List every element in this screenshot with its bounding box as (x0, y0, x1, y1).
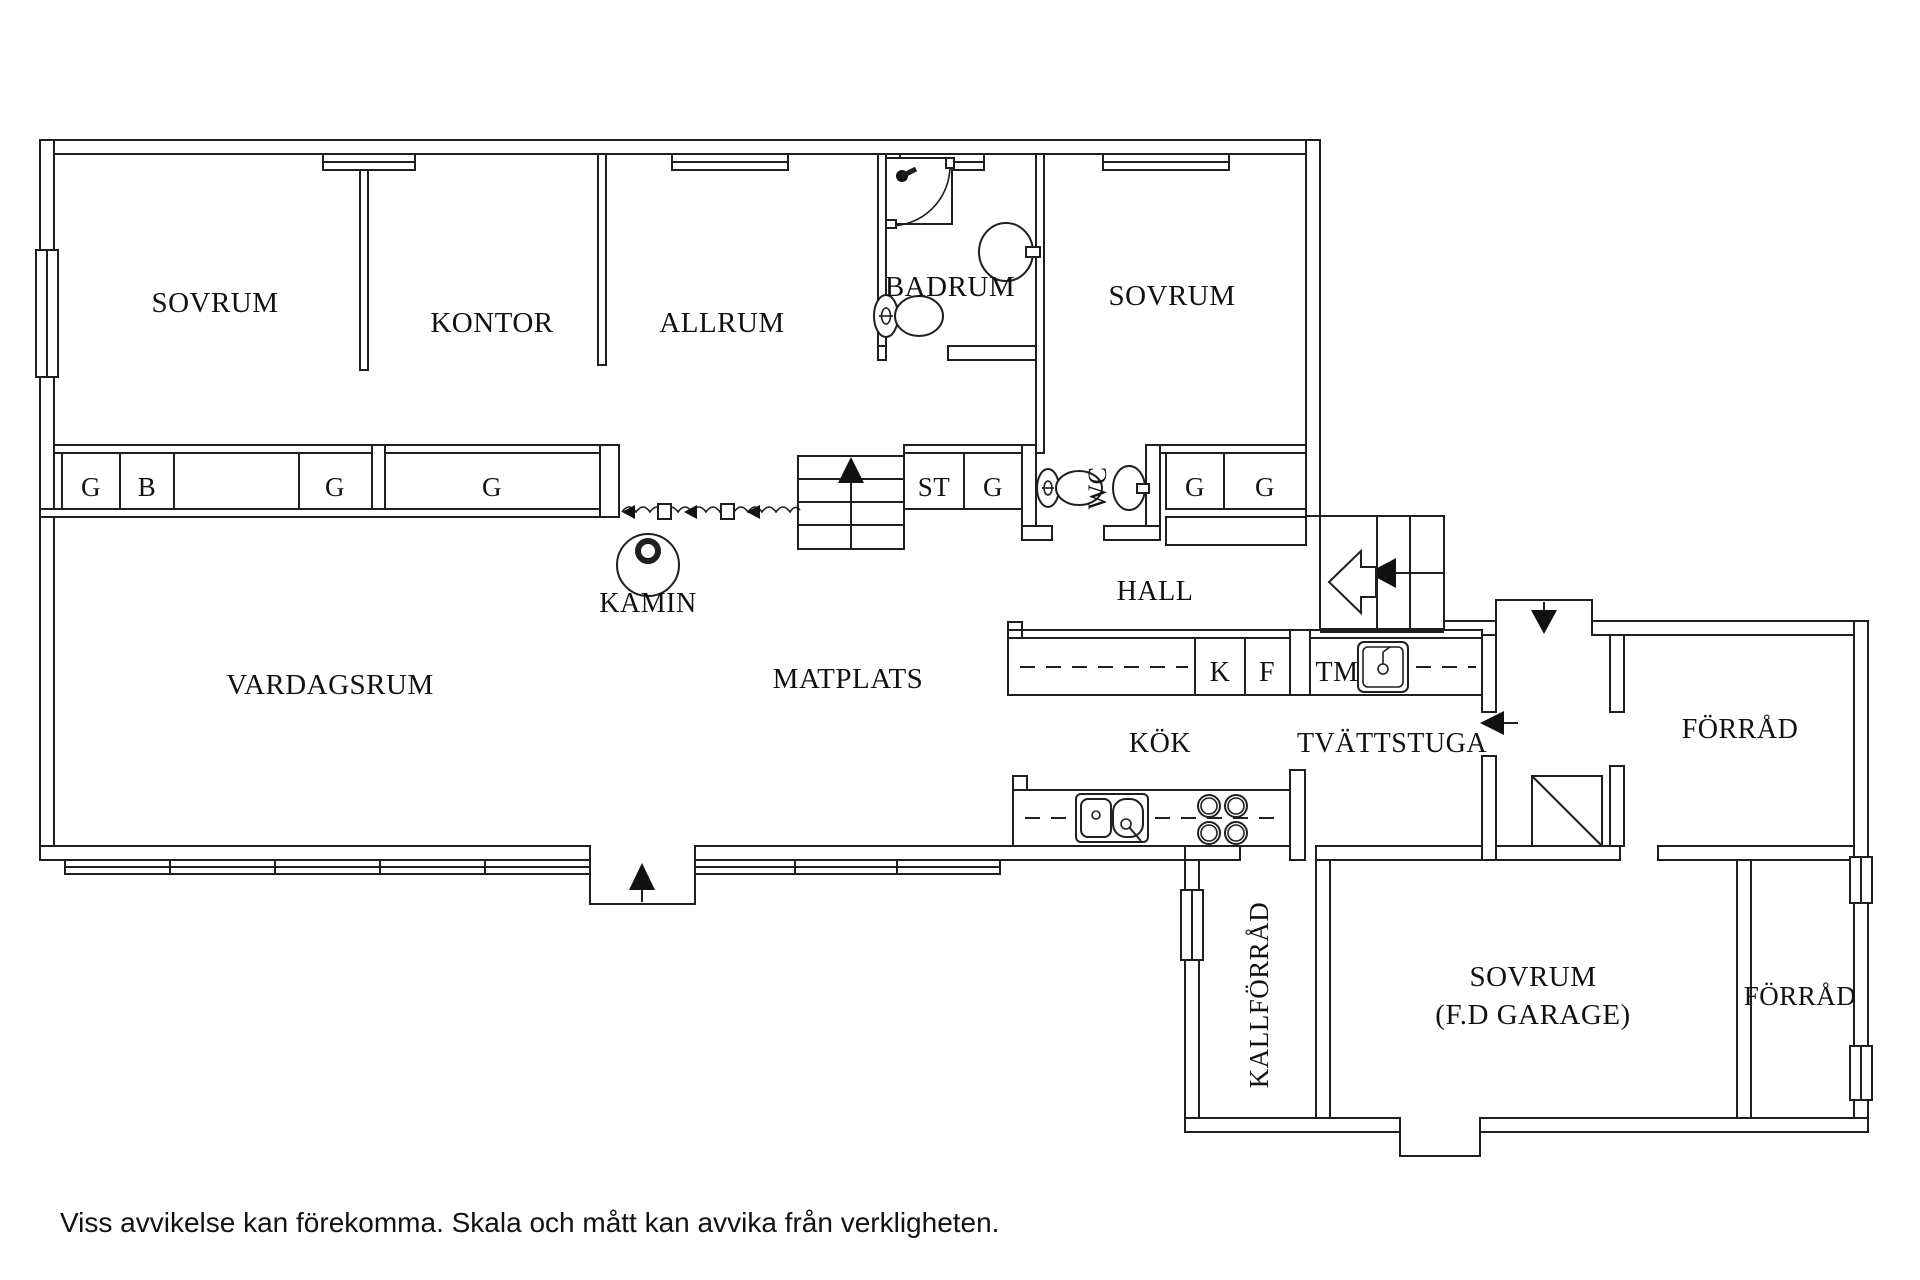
room-label-vardagsrum: VARDAGSRUM (226, 669, 434, 701)
window-icon (671, 153, 789, 171)
window-icon (694, 859, 796, 875)
kitchen-counter (1007, 621, 1291, 696)
room-label-badrum: BADRUM (885, 271, 1015, 303)
room-label-matplats: MATPLATS (773, 663, 924, 695)
window-icon (1849, 1045, 1873, 1101)
room-label-sovrum-1: SOVRUM (151, 287, 278, 319)
room-label-allrum: ALLRUM (659, 307, 784, 339)
closet-labels: G B G G ST G WC G G K F TM (81, 467, 1359, 688)
window-icon (379, 859, 486, 875)
windows (35, 153, 1873, 1101)
room-label-hall: HALL (1117, 576, 1194, 607)
floor-hatch-icon (1531, 775, 1603, 847)
staircase-entry (1319, 515, 1445, 639)
wc-sink-icon (1112, 465, 1150, 511)
closet-label-g-2: G (325, 472, 345, 502)
window-icon (1180, 889, 1204, 961)
room-label-sovrum-garage-line1: SOVRUM (1469, 961, 1596, 993)
bathroom-sink-icon (978, 222, 1041, 282)
laundry-door-arrow-icon (1480, 711, 1518, 735)
washing-machine-icon (1357, 641, 1409, 693)
bathroom-toilet-icon (873, 294, 944, 338)
room-label-kok: KÖK (1129, 728, 1191, 759)
closet-label-g-6: G (1255, 472, 1275, 502)
closet-label-g-1: G (81, 472, 101, 502)
room-label-kontor: KONTOR (430, 307, 553, 339)
entry-up-arrow-icon (629, 863, 655, 902)
window-icon (322, 153, 416, 171)
window-icon (1849, 856, 1873, 904)
kitchen-lower-counter (1012, 775, 1291, 847)
fireplace-label: KAMIN (599, 588, 696, 619)
stove-icon (1197, 794, 1248, 845)
porch-south (589, 860, 696, 905)
appliance-label-k: K (1210, 657, 1231, 688)
staircase-main (797, 455, 905, 550)
closet-label-st: ST (918, 472, 951, 502)
window-icon (35, 249, 59, 378)
window-icon (896, 859, 1001, 875)
disclaimer-text: Viss avvikelse kan förekomma. Skala och … (60, 1207, 999, 1238)
window-icon (64, 859, 171, 875)
interior-walls (39, 153, 1752, 1119)
closet-label-g-3: G (482, 472, 502, 502)
window-icon (169, 859, 276, 875)
up-arrow-icon (838, 457, 864, 500)
entry-down-arrow-icon (1531, 602, 1557, 634)
appliance-label-tm: TM (1316, 657, 1359, 688)
porch-garage (1399, 1132, 1481, 1157)
room-label-forrad-lower: FÖRRÅD (1744, 981, 1857, 1011)
appliance-label-f: F (1259, 657, 1275, 688)
closets (61, 452, 1307, 546)
closet-label-g-5: G (1185, 472, 1205, 502)
fireplace-icon (616, 533, 680, 597)
room-labels: SOVRUM KONTOR ALLRUM BADRUM SOVRUM VARDA… (151, 271, 1857, 1089)
shower-icon (885, 157, 955, 229)
window-icon (484, 859, 591, 875)
room-label-forrad-upper: FÖRRÅD (1682, 714, 1799, 745)
window-icon (274, 859, 381, 875)
room-label-kallforrad: KALLFÖRRÅD (1244, 902, 1274, 1089)
room-label-wc: WC (1083, 467, 1112, 510)
window-icon (794, 859, 898, 875)
closet-label-g-4: G (983, 472, 1003, 502)
entry-direction-arrow-icon (1368, 558, 1444, 588)
laundry-counter (1309, 637, 1483, 696)
room-divider-zigzag (621, 503, 801, 520)
entrance-outline-arrow-icon (1327, 548, 1377, 616)
room-label-sovrum-2: SOVRUM (1108, 280, 1235, 312)
closet-label-b: B (138, 472, 157, 502)
kitchen-sink-icon (1075, 793, 1149, 843)
window-icon (1102, 153, 1230, 171)
wc-toilet-icon (1036, 468, 1103, 508)
porch-wing (1495, 599, 1593, 634)
room-label-sovrum-garage-line2: (F.D GARAGE) (1435, 999, 1630, 1031)
room-label-tvattstuga: TVÄTTSTUGA (1297, 728, 1487, 759)
